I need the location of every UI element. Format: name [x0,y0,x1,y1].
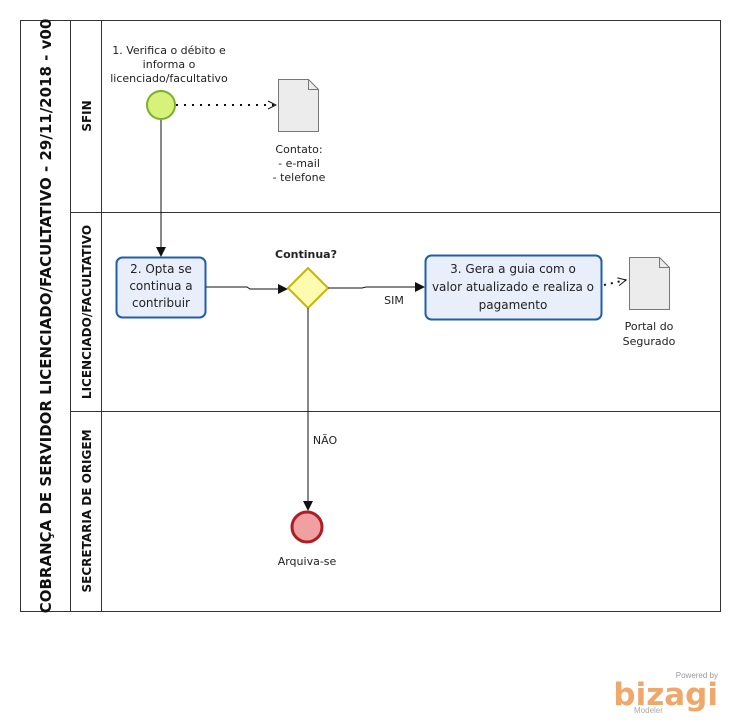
lane-title-sfin: SFIN [80,100,94,131]
flow-task2-to-gateway [206,284,288,294]
flow-gateway-to-task3 [328,282,425,292]
flow-label-sim: SIM [384,294,404,307]
task-opta-label-line-1: 2. Opta se [130,262,192,276]
task-gera-guia[interactable] [424,254,603,321]
start-event[interactable] [146,90,176,120]
task-gera-label-line-3: pagamento [479,298,548,312]
contato-label-line-2: - e-mail [278,157,320,170]
task-opta-label-line-2: continua a [129,279,192,293]
start-event-label-line-1: 1. Verifica o débito e [112,44,226,57]
lane-title-licenciado: LICENCIADO/FACULTATIVO [80,225,94,399]
pool-title: COBRANÇA DE SERVIDOR LICENCIADO/FACULTAT… [37,19,55,614]
task-opta-label-line-3: contribuir [132,296,190,310]
portal-label-line-1: Portal do [625,320,674,333]
portal-label-line-2: Segurado [623,335,676,348]
bizagi-wordmark: bizagi [613,677,718,713]
task-gera-label-line-2: valor atualizado e realiza o [432,280,594,294]
task-opta-se-continua[interactable] [115,256,207,319]
document-contato-icon[interactable] [278,79,319,132]
contato-label-line-3: - telefone [273,171,326,184]
modeler-text: Modeler [634,706,663,715]
bizagi-logo: Powered by bizagi Modeler [613,671,718,715]
gateway-label: Continua? [275,248,337,261]
contato-label-line-1: Contato: [275,143,322,156]
start-event-label-line-2: informa o [143,58,196,71]
end-event[interactable] [290,510,324,544]
end-event-label: Arquiva-se [278,555,337,568]
task-gera-label-line-1: 3. Gera a guia com o [450,262,576,276]
flow-label-nao: NÃO [313,434,338,447]
document-portal-icon[interactable] [629,257,670,310]
powered-by-text: Powered by [675,671,718,680]
start-event-label-line-3: licenciado/facultativo [110,72,228,85]
lane-title-secretaria: SECRETARIA DE ORIGEM [80,429,94,592]
